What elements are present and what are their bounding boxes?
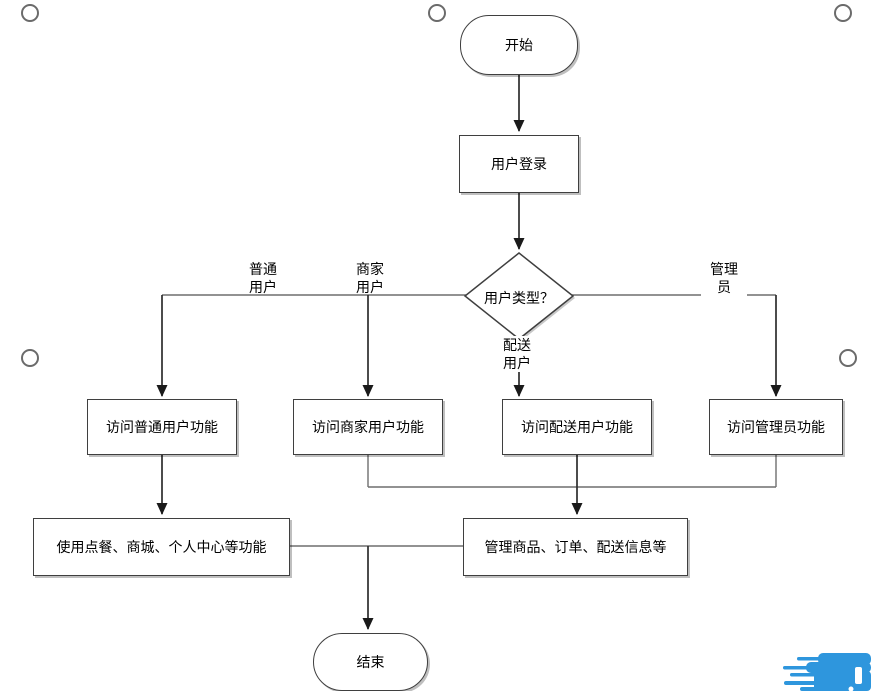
node-login-label: 用户登录 — [491, 156, 547, 172]
edge-label-line: 商家 — [356, 261, 384, 277]
edge-label-line: 用户 — [356, 279, 384, 295]
node-access-delivery-label: 访问配送用户功能 — [521, 419, 633, 435]
edge-label-line: 配送 — [503, 337, 531, 353]
corner-marker-circles — [21, 4, 857, 367]
node-end[interactable]: 结束 — [313, 633, 428, 691]
edge-label-delivery-user: 配送 用户 — [494, 336, 540, 372]
node-access-merchant-label: 访问商家用户功能 — [312, 419, 424, 435]
node-access-ordinary-user[interactable]: 访问普通用户功能 — [87, 399, 237, 455]
watermark-brush — [783, 653, 871, 691]
edge-label-merchant-user: 商家 用户 — [347, 260, 393, 296]
edge-label-line: 员 — [717, 279, 731, 295]
node-access-ordinary-label: 访问普通用户功能 — [106, 419, 218, 435]
decision-label: 用户类型？ — [484, 290, 554, 306]
node-user-login[interactable]: 用户登录 — [459, 135, 579, 193]
edge-label-line: 用户 — [503, 355, 531, 371]
node-start-label: 开始 — [505, 37, 533, 53]
corner-marker-circle — [839, 349, 857, 367]
corner-marker-circle — [428, 4, 446, 22]
node-start[interactable]: 开始 — [460, 15, 578, 75]
node-access-delivery-user[interactable]: 访问配送用户功能 — [502, 399, 652, 455]
node-use-features[interactable]: 使用点餐、商城、个人中心等功能 — [33, 518, 290, 576]
edge-label-admin: 管理 员 — [701, 260, 747, 296]
edge-label-line: 管理 — [710, 261, 738, 277]
node-end-label: 结束 — [356, 654, 385, 670]
node-access-merchant-user[interactable]: 访问商家用户功能 — [293, 399, 443, 455]
corner-marker-circle — [21, 349, 39, 367]
node-access-admin-label: 访问管理员功能 — [727, 419, 825, 435]
connector-segments — [162, 294, 777, 547]
node-manage-features[interactable]: 管理商品、订单、配送信息等 — [463, 518, 688, 576]
edge-label-ordinary-user: 普通 用户 — [240, 260, 286, 296]
corner-marker-circle — [834, 4, 852, 22]
corner-marker-circle — [21, 4, 39, 22]
edge-label-line: 普通 — [249, 261, 277, 277]
node-use-features-label: 使用点餐、商城、个人中心等功能 — [56, 539, 267, 555]
node-manage-features-label: 管理商品、订单、配送信息等 — [484, 539, 667, 555]
edge-label-line: 用户 — [249, 279, 277, 295]
node-access-admin[interactable]: 访问管理员功能 — [709, 399, 843, 455]
